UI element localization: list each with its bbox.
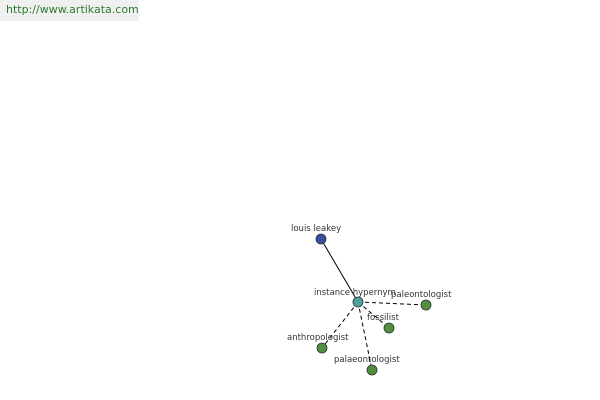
site-url-link[interactable]: http://www.artikata.com [0,0,139,21]
node-label-instance-hypernym[interactable]: instance hypernym [314,288,396,298]
node-label-louis-leakey[interactable]: louis leakey [291,224,341,234]
edge-instance-hypernym-to-anthropologist [321,301,359,349]
nodes-layer [315,233,432,376]
edge-instance-hypernym-to-paleontologist [357,301,427,306]
node-anthropologist[interactable] [316,342,328,354]
labels-layer: louis leakey instance hypernympaleontolog… [287,224,452,365]
edge-louis-leakey-to-instance-hypernym [320,238,359,303]
node-label-paleontologist[interactable]: paleontologist [391,290,452,300]
node-label-palaeontologist[interactable]: palaeontologist [334,355,400,365]
edge-instance-hypernym-to-palaeontologist [357,301,373,371]
node-paleontologist[interactable] [420,299,432,311]
node-label-anthropologist[interactable]: anthropologist [287,333,349,343]
edges-layer [320,238,427,371]
node-instance-hypernym[interactable] [352,296,364,308]
node-palaeontologist[interactable] [366,364,378,376]
node-louis-leakey[interactable] [315,233,327,245]
node-fossilist[interactable] [383,322,395,334]
node-label-fossilist[interactable]: fossilist [367,313,400,323]
